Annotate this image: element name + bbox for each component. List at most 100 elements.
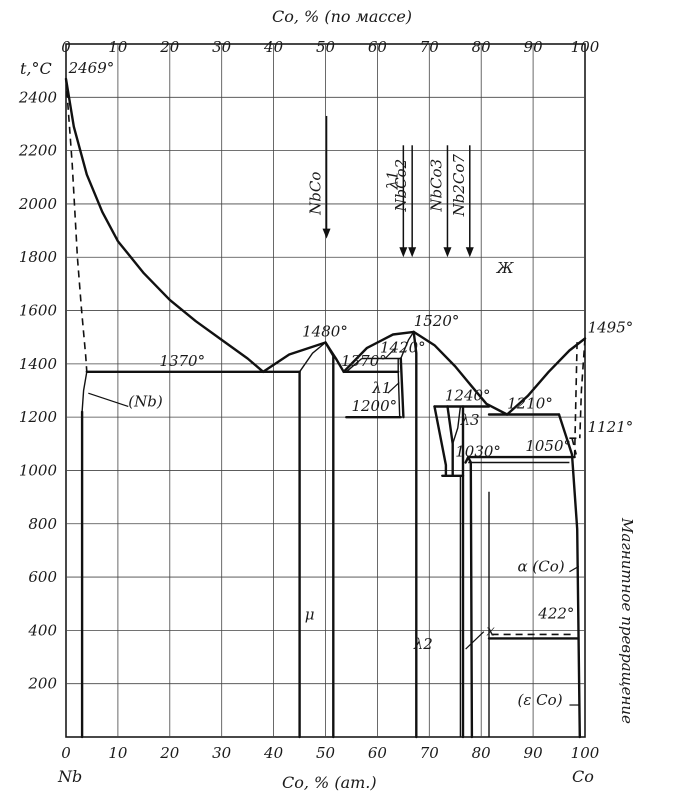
phase-label: (Nb)	[128, 392, 163, 410]
peritectic-leader-arrow	[384, 347, 396, 359]
compound-label: λ1	[383, 170, 401, 190]
bottom-tick-label: 70	[420, 744, 440, 762]
y-tick-label: 2000	[18, 195, 58, 213]
mu-phase-boundary	[324, 341, 335, 739]
compound-arrow-head	[408, 247, 417, 258]
top-tick-label: 80	[472, 38, 492, 56]
top-tick-label: 90	[524, 38, 544, 56]
y-tick-label: 1800	[19, 248, 58, 266]
left-element-label: Nb	[57, 767, 82, 786]
top-tick-label: 70	[420, 38, 440, 56]
top-tick-label: 100	[571, 38, 600, 56]
co-solidus-dashed	[573, 337, 578, 458]
temperature-label: 1370°	[341, 352, 387, 370]
right-element-label: Co	[572, 767, 594, 786]
y-tick-label: 1600	[19, 302, 58, 320]
mu-phase-boundary	[299, 341, 326, 373]
temperature-label: 1121°	[588, 418, 634, 436]
temperature-label: 1420°	[380, 339, 426, 357]
y-tick-label: 200	[27, 675, 57, 693]
compound-label: NbCo3	[427, 159, 445, 213]
compound-arrow-head	[322, 228, 331, 239]
phase-boundary	[345, 357, 363, 373]
top-tick-label: 10	[108, 38, 128, 56]
phase-boundary	[397, 358, 401, 418]
top-tick-label: 60	[368, 38, 388, 56]
phase-label: λ1	[371, 379, 391, 397]
x-leader-arrow	[465, 631, 485, 650]
phase-label: λ3	[459, 411, 479, 429]
bottom-tick-label: 10	[108, 744, 128, 762]
liquidus-curve	[262, 341, 327, 373]
compound-arrow-head	[443, 247, 452, 258]
solvus-line	[81, 371, 88, 412]
gridlines	[66, 44, 585, 737]
bottom-tick-label: 80	[472, 744, 492, 762]
y-tick-label: 800	[28, 515, 57, 533]
temperature-label: 1370°	[159, 352, 205, 370]
phase-label: Ж	[496, 259, 515, 277]
co-solvus	[557, 413, 581, 739]
lambda-boundary	[399, 357, 405, 419]
temperature-label: 1520°	[414, 312, 460, 330]
magnetic-transition-note: Магнитное превращение	[618, 517, 636, 724]
lambda1-leader-arrow	[387, 382, 400, 394]
liquidus-curve	[505, 337, 587, 416]
temperature-label: 1030°	[455, 442, 501, 460]
phase-label: μ	[305, 606, 315, 624]
y-tick-label: 1400	[19, 355, 58, 373]
bottom-tick-label: 20	[159, 744, 180, 762]
left-axis-title: t,°C	[20, 59, 52, 78]
x-phase-line	[469, 461, 474, 739]
top-tick-label: 40	[263, 38, 284, 56]
temperature-label: 2469°	[68, 59, 115, 77]
lambda-boundary	[433, 405, 448, 477]
axis-ticks: 2004006008001000120014001600180020002200…	[18, 38, 600, 762]
top-tick-label: 30	[212, 38, 232, 56]
compound-label: Nb2Co7	[450, 154, 468, 218]
phase-label: x	[486, 622, 495, 640]
bottom-tick-label: 50	[316, 744, 336, 762]
top-tick-label: 20	[159, 38, 180, 56]
bottom-tick-label: 60	[368, 744, 388, 762]
lambda-boundary	[400, 331, 415, 359]
phase-label: (ε Co)	[518, 691, 563, 709]
y-tick-label: 1000	[19, 461, 58, 479]
phase-label: λ2	[413, 635, 433, 653]
bottom-tick-label: 40	[263, 744, 284, 762]
y-tick-label: 1200	[19, 408, 58, 426]
y-tick-label: 2200	[18, 142, 58, 160]
temperature-label: 1240°	[445, 386, 491, 404]
compound-label: NbCo	[307, 172, 325, 216]
compound-arrow-head	[465, 247, 474, 258]
y-tick-label: 400	[27, 621, 57, 639]
phase-boundary	[452, 406, 462, 445]
temperature-label: 1200°	[351, 397, 397, 415]
temperature-label: 422°	[537, 605, 574, 623]
solidus-dashed	[65, 78, 88, 372]
top-tick-label: 0	[61, 38, 71, 56]
bottom-tick-label: 0	[61, 744, 71, 762]
bottom-axis-title: Co, % (ат.)	[282, 773, 377, 792]
diagram-labels: 2469°1370°1480°1420°1520°1495°1370°1240°…	[68, 59, 634, 709]
compound-label: NbCo2	[392, 159, 410, 213]
compound-arrow-head	[399, 247, 408, 258]
temperature-label: 1480°	[302, 323, 348, 341]
alpha-co-leader-arrow	[569, 565, 580, 573]
bottom-tick-label: 30	[212, 744, 232, 762]
nb-leader-arrow	[88, 392, 129, 408]
temperature-label: 1210°	[507, 394, 553, 412]
temperature-label: 1050°	[525, 437, 571, 455]
liquidus-curve	[342, 330, 415, 373]
liquidus-curve	[412, 330, 509, 416]
phase-label: α (Co)	[518, 558, 565, 576]
co-solidus-dashed	[571, 438, 577, 455]
top-tick-label: 50	[316, 38, 336, 56]
bottom-tick-label: 100	[571, 744, 600, 762]
bottom-tick-label: 90	[524, 744, 544, 762]
y-tick-label: 2400	[18, 88, 58, 106]
top-axis-title: Co, % (по массе)	[272, 7, 412, 26]
